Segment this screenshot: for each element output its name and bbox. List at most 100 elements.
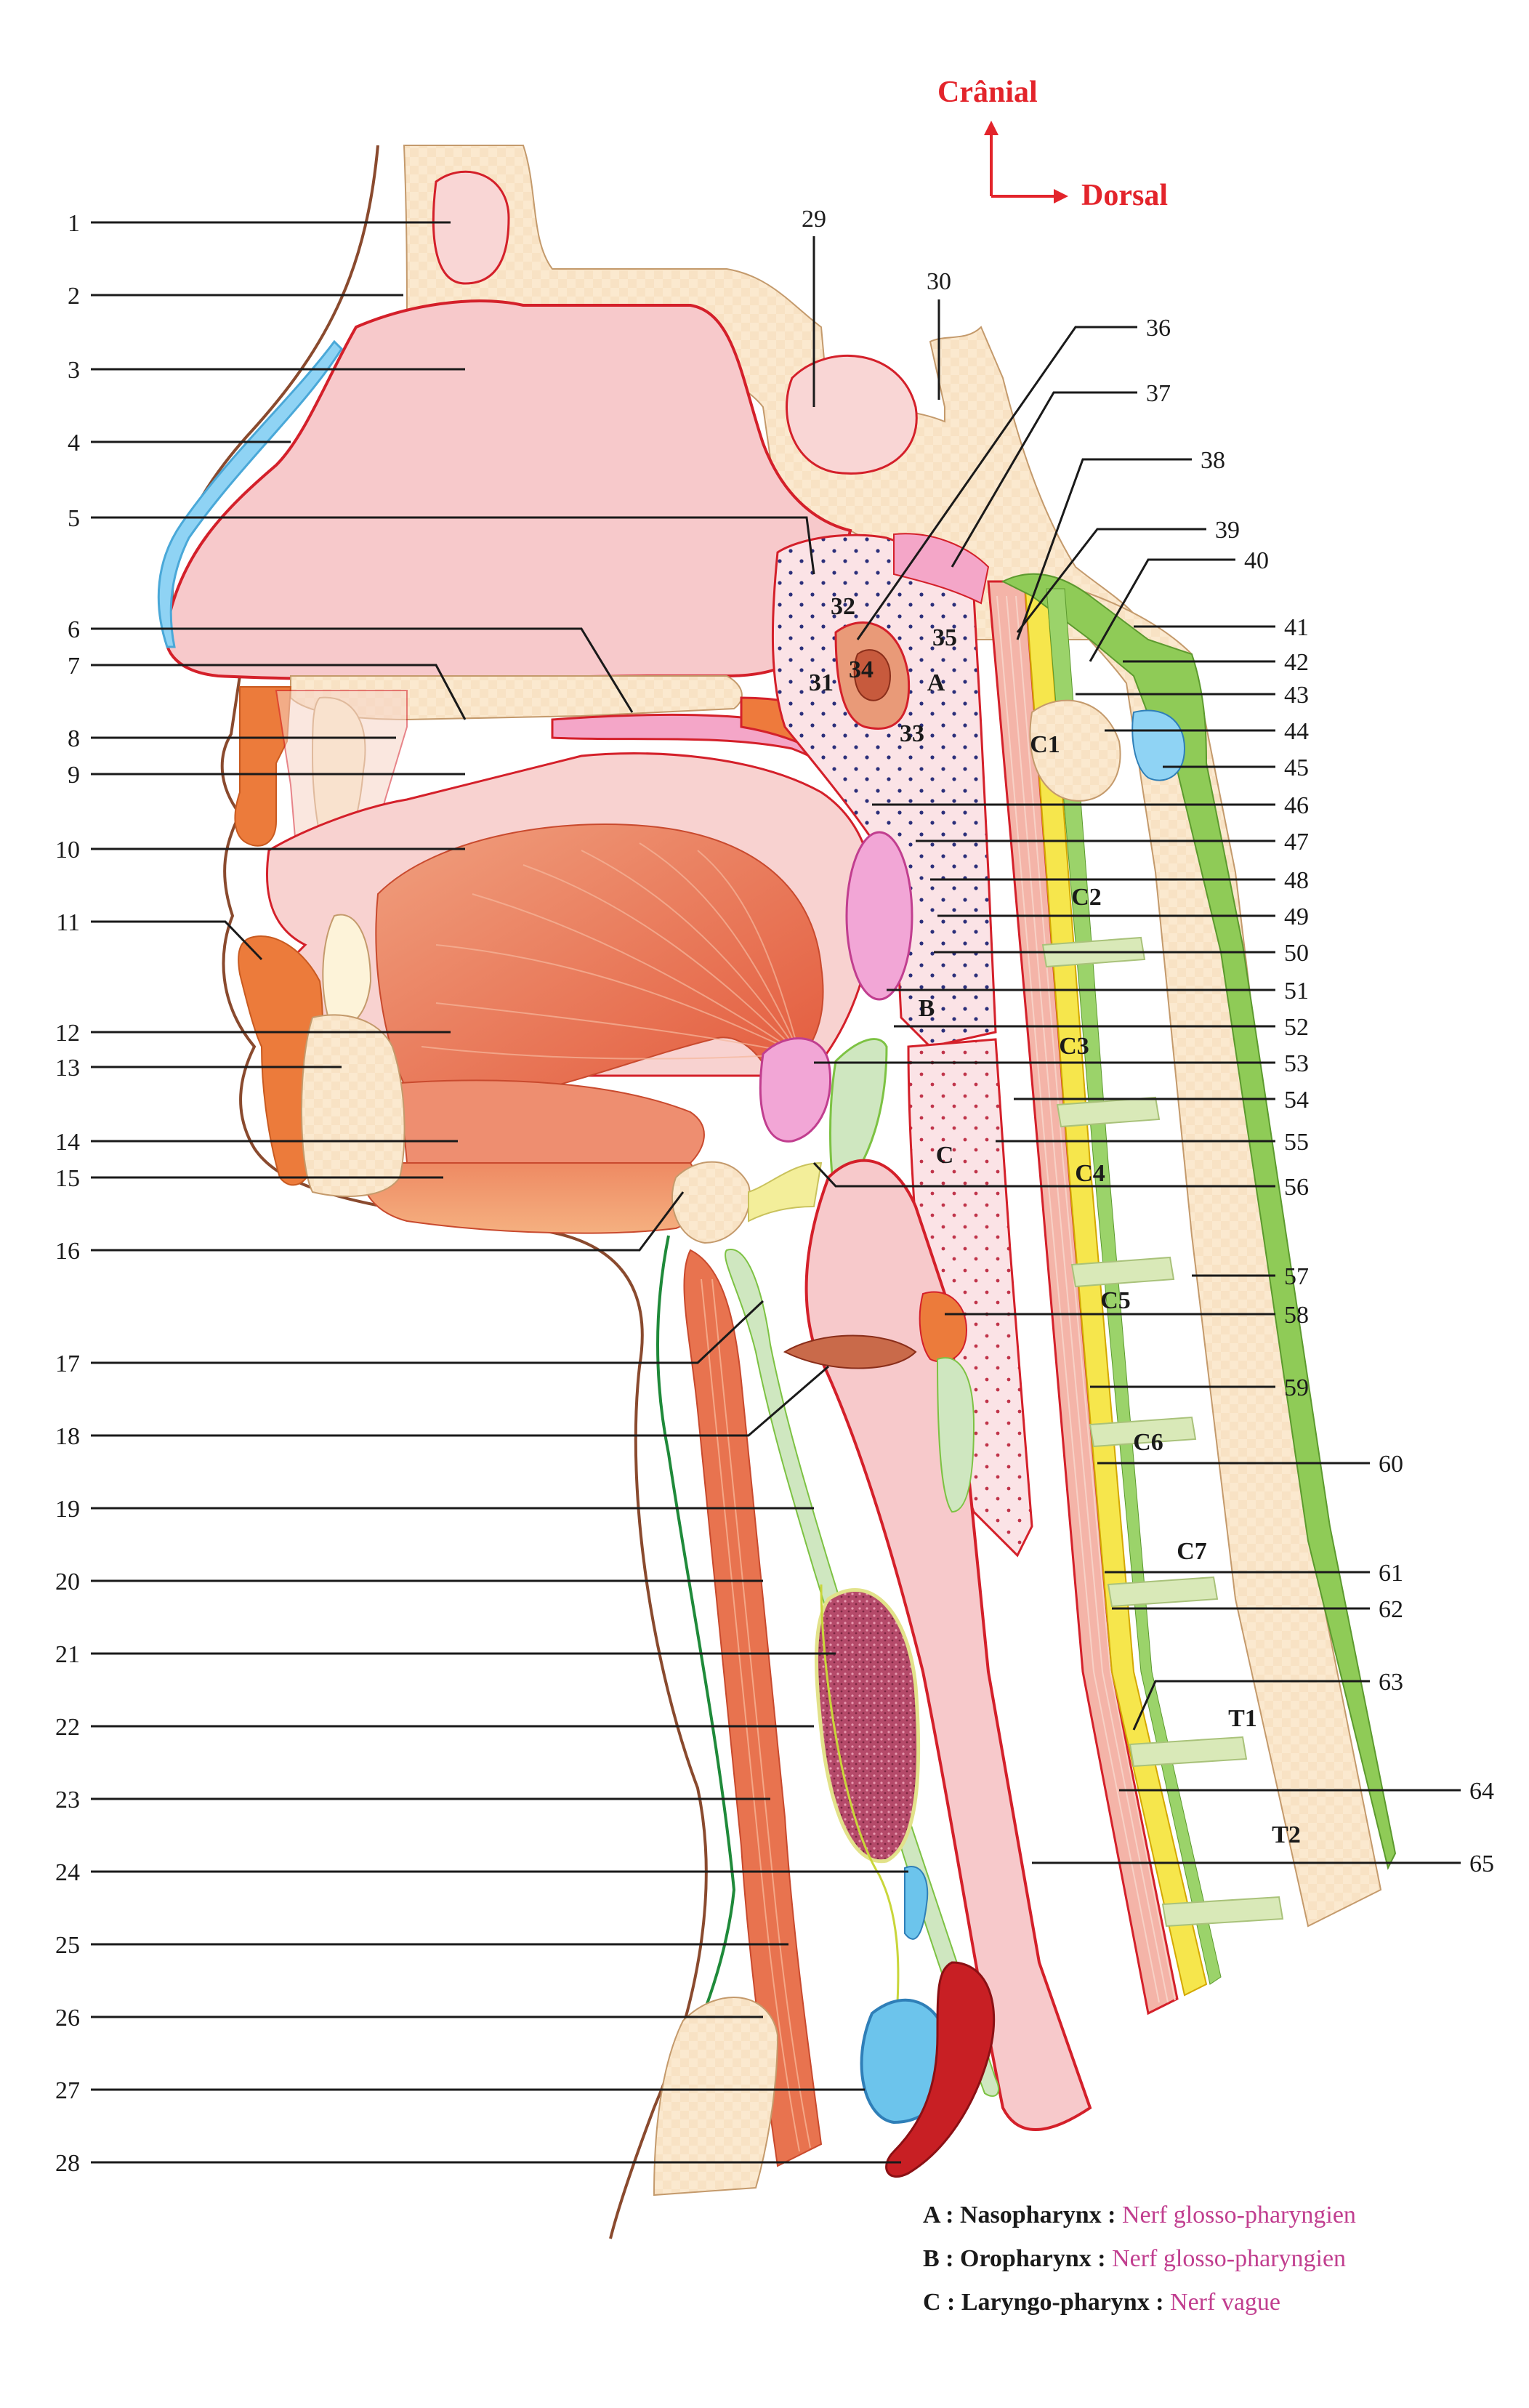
label-13: 13 bbox=[55, 1055, 80, 1082]
legend-key: C : Laryngo-pharynx : bbox=[923, 2289, 1170, 2316]
leader-17 bbox=[91, 1300, 764, 1364]
tubal-ostium bbox=[853, 649, 892, 701]
geniohyoid bbox=[361, 1162, 699, 1234]
label-49: 49 bbox=[1284, 903, 1309, 930]
number-labels: 1234567891011121314151617181920212223242… bbox=[55, 206, 1494, 2177]
label-38: 38 bbox=[1201, 447, 1225, 474]
label-50: 50 bbox=[1284, 940, 1309, 967]
label-34: 34 bbox=[849, 656, 874, 683]
infrahyoid-muscle bbox=[683, 1249, 823, 2167]
label-17: 17 bbox=[55, 1350, 80, 1377]
label-1: 1 bbox=[68, 210, 80, 237]
sternum bbox=[653, 1997, 779, 2196]
vertebra-C2: C2 bbox=[1071, 884, 1102, 911]
leader-lines bbox=[91, 221, 1461, 2164]
label-51: 51 bbox=[1284, 978, 1309, 1004]
label-60: 60 bbox=[1379, 1451, 1403, 1478]
zone-C: C bbox=[936, 1142, 954, 1169]
label-52: 52 bbox=[1284, 1014, 1309, 1041]
legend-nerve: Nerf vague bbox=[1170, 2289, 1280, 2316]
leader-63 bbox=[1132, 1680, 1370, 1731]
hyoid-bone bbox=[671, 1161, 751, 1244]
label-24: 24 bbox=[55, 1859, 80, 1886]
label-39: 39 bbox=[1215, 517, 1240, 544]
label-2: 2 bbox=[68, 283, 80, 310]
label-46: 46 bbox=[1284, 792, 1309, 819]
vocal-fold bbox=[783, 1334, 917, 1369]
intervertebral-discs bbox=[1041, 936, 1284, 1928]
vertebra-C4: C4 bbox=[1075, 1160, 1105, 1187]
vertebra-C3: C3 bbox=[1059, 1033, 1089, 1060]
vertebra-C7: C7 bbox=[1177, 1538, 1207, 1565]
legend-nerve: Nerf glosso-pharyngien bbox=[1122, 2202, 1356, 2228]
leader-6 bbox=[91, 627, 634, 713]
leader-40 bbox=[1089, 558, 1235, 662]
label-63: 63 bbox=[1379, 1669, 1403, 1696]
label-45: 45 bbox=[1284, 754, 1309, 781]
label-59: 59 bbox=[1284, 1374, 1309, 1401]
label-15: 15 bbox=[55, 1165, 80, 1192]
label-11: 11 bbox=[56, 909, 80, 936]
leader-56 bbox=[812, 1161, 1275, 1188]
label-32: 32 bbox=[831, 593, 855, 620]
leader-18 bbox=[91, 1365, 829, 1437]
label-28: 28 bbox=[55, 2150, 80, 2177]
vertebra-T2: T2 bbox=[1272, 1821, 1301, 1848]
epiglottis-cartilage bbox=[829, 1038, 888, 1202]
label-3: 3 bbox=[68, 357, 80, 384]
genioglossus bbox=[398, 1079, 705, 1164]
legend-key: A : Nasopharynx : bbox=[923, 2202, 1122, 2228]
legend-nerve: Nerf glosso-pharyngien bbox=[1112, 2245, 1346, 2272]
label-41: 41 bbox=[1284, 614, 1309, 641]
zone-labels: ABC bbox=[919, 669, 954, 1169]
label-20: 20 bbox=[55, 1569, 80, 1595]
vertebra-C1: C1 bbox=[1030, 731, 1060, 758]
label-43: 43 bbox=[1284, 682, 1309, 709]
label-14: 14 bbox=[55, 1129, 80, 1156]
fascia-yellow bbox=[820, 1584, 900, 2050]
label-21: 21 bbox=[55, 1641, 80, 1668]
label-53: 53 bbox=[1284, 1050, 1309, 1077]
label-55: 55 bbox=[1284, 1129, 1309, 1156]
leader-7 bbox=[91, 664, 467, 720]
label-10: 10 bbox=[55, 837, 80, 863]
nasal-cartilage bbox=[157, 339, 343, 648]
zone-A: A bbox=[927, 669, 945, 696]
platysma bbox=[656, 1235, 736, 2094]
atlas bbox=[1029, 699, 1121, 802]
legend-row: A : Nasopharynx : Nerf glosso-pharyngien bbox=[923, 2202, 1356, 2228]
label-58: 58 bbox=[1284, 1302, 1309, 1329]
vertebra-C6: C6 bbox=[1133, 1429, 1163, 1456]
tongue-fibres bbox=[421, 842, 800, 1060]
arytenoid bbox=[919, 1291, 968, 1363]
label-65: 65 bbox=[1469, 1851, 1494, 1877]
label-23: 23 bbox=[55, 1787, 80, 1813]
leader-37 bbox=[951, 391, 1137, 568]
inferior-thyroid-vein bbox=[904, 1866, 929, 1940]
label-9: 9 bbox=[68, 762, 80, 789]
epiglottis bbox=[759, 1037, 832, 1143]
leader-11 bbox=[91, 920, 263, 961]
cranial-label: Crânial bbox=[937, 76, 1038, 109]
sphenoid-sinus bbox=[786, 355, 918, 475]
label-37: 37 bbox=[1146, 380, 1171, 407]
leader-39 bbox=[1016, 528, 1206, 633]
label-8: 8 bbox=[68, 725, 80, 752]
tongue-muscle bbox=[375, 824, 824, 1091]
label-6: 6 bbox=[68, 616, 80, 643]
label-16: 16 bbox=[55, 1238, 80, 1265]
label-26: 26 bbox=[55, 2005, 80, 2032]
label-12: 12 bbox=[55, 1020, 80, 1047]
label-18: 18 bbox=[55, 1423, 80, 1450]
legend-row: C : Laryngo-pharynx : Nerf vague bbox=[923, 2289, 1280, 2316]
label-27: 27 bbox=[55, 2077, 80, 2104]
label-62: 62 bbox=[1379, 1596, 1403, 1623]
label-5: 5 bbox=[68, 505, 80, 532]
thyrohyoid-membrane bbox=[748, 1161, 823, 1223]
cricoid-cartilage bbox=[936, 1357, 975, 1513]
label-30: 30 bbox=[927, 268, 951, 295]
label-57: 57 bbox=[1284, 1263, 1309, 1290]
label-31: 31 bbox=[809, 669, 834, 696]
label-35: 35 bbox=[932, 624, 957, 651]
